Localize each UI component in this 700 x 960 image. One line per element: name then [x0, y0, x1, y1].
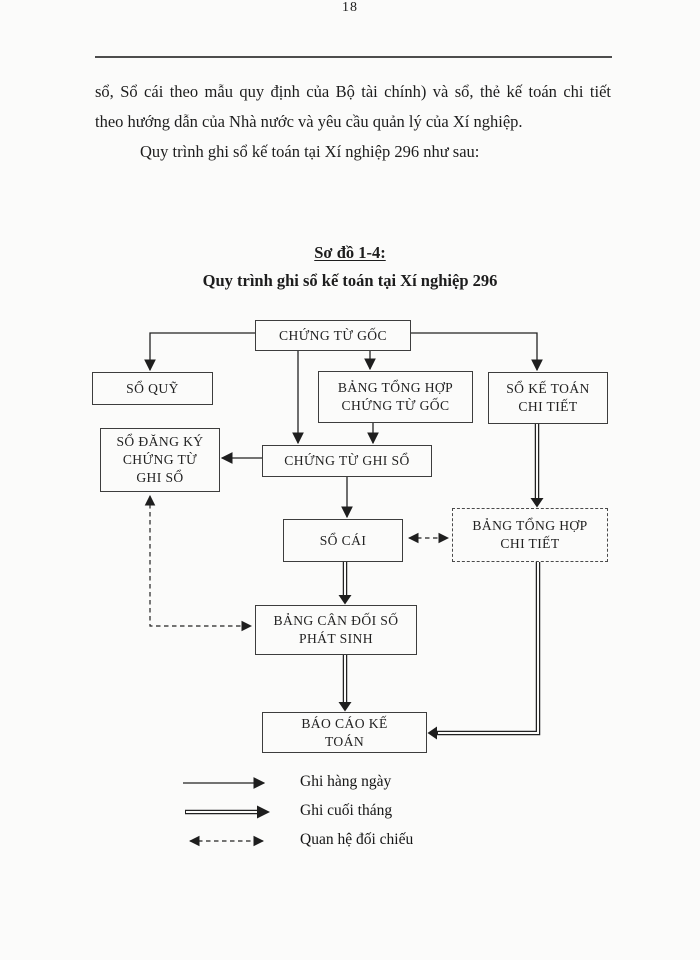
- connector-bthct-to-bckt: [427, 562, 541, 740]
- node-bang-tong-hop-chi-tiet: BẢNG TỔNG HỢP CHI TIẾT: [452, 508, 608, 562]
- node-so-ke-toan-chi-tiet: SỔ KẾ TOÁN CHI TIẾT: [488, 372, 608, 424]
- node-bang-can-doi-so-phat-sinh: BẢNG CÂN ĐỐI SỐ PHÁT SINH: [255, 605, 417, 655]
- connector-bcdsps-to-bckt: [338, 655, 352, 712]
- connector-ctg-to-sktct: [411, 332, 543, 372]
- legend-label-daily: Ghi hàng ngày: [300, 773, 392, 790]
- node-label: SỔ QUỸ: [126, 380, 179, 396]
- connector-sdk-bcdsps-dashed: [144, 494, 253, 632]
- node-bao-cao-ke-toan: BÁO CÁO KẾ TOÁN: [262, 712, 427, 753]
- node-label: BÁO CÁO KẾ TOÁN: [301, 715, 388, 749]
- body-line-2: theo hướng dẫn của Nhà nước và yêu cầu q…: [95, 112, 523, 131]
- legend-label-reconciliation: Quan hệ đối chiếu: [300, 831, 414, 848]
- node-label: SỔ KẾ TOÁN CHI TIẾT: [506, 381, 590, 414]
- node-label: SỔ ĐĂNG KÝ CHỨNG TỪ GHI SỔ: [116, 434, 204, 485]
- body-paragraph: sổ, Sổ cái theo mẫu quy định của Bộ tài …: [95, 77, 611, 167]
- node-so-cai: SỔ CÁI: [283, 519, 403, 562]
- legend-label-month-end: Ghi cuối tháng: [300, 802, 393, 819]
- node-so-quy: SỔ QUỸ: [92, 372, 213, 405]
- node-label: BẢNG CÂN ĐỐI SỐ PHÁT SINH: [273, 613, 399, 646]
- figure-title: Sơ đồ 1-4:: [314, 243, 386, 262]
- node-label: BẢNG TỔNG HỢP CHỨNG TỪ GỐC: [337, 380, 454, 413]
- node-bang-tong-hop-chung-tu-goc: BẢNG TỔNG HỢP CHỨNG TỪ GỐC: [318, 371, 473, 423]
- node-label: SỔ CÁI: [319, 532, 367, 548]
- connector-socai-to-bcdsps: [338, 562, 352, 605]
- legend-double-arrow-icon: [185, 805, 270, 819]
- connector-ctg-to-soquy: [144, 332, 255, 372]
- node-chung-tu-goc: CHỨNG TỪ GỐC: [255, 320, 411, 351]
- connector-sktct-to-bthct: [530, 424, 544, 508]
- page-number: 18: [342, 0, 358, 15]
- node-label: CHỨNG TỪ GHI SỔ: [284, 453, 410, 468]
- figure-subtitle: Quy trình ghi sổ kế toán tại Xí nghiệp 2…: [202, 271, 498, 290]
- header-rule: [95, 56, 612, 59]
- node-label: BẢNG TỔNG HỢP CHI TIẾT: [472, 518, 588, 551]
- node-so-dang-ky-chung-tu-ghi-so: SỔ ĐĂNG KÝ CHỨNG TỪ GHI SỔ: [100, 428, 220, 492]
- body-line-3: Quy trình ghi sổ kế toán tại Xí nghiệp 2…: [140, 142, 480, 161]
- node-chung-tu-ghi-so: CHỨNG TỪ GHI SỔ: [262, 445, 432, 477]
- node-label: CHỨNG TỪ GỐC: [279, 327, 387, 343]
- body-line-1: sổ, Sổ cái theo mẫu quy định của Bộ tài …: [95, 82, 611, 101]
